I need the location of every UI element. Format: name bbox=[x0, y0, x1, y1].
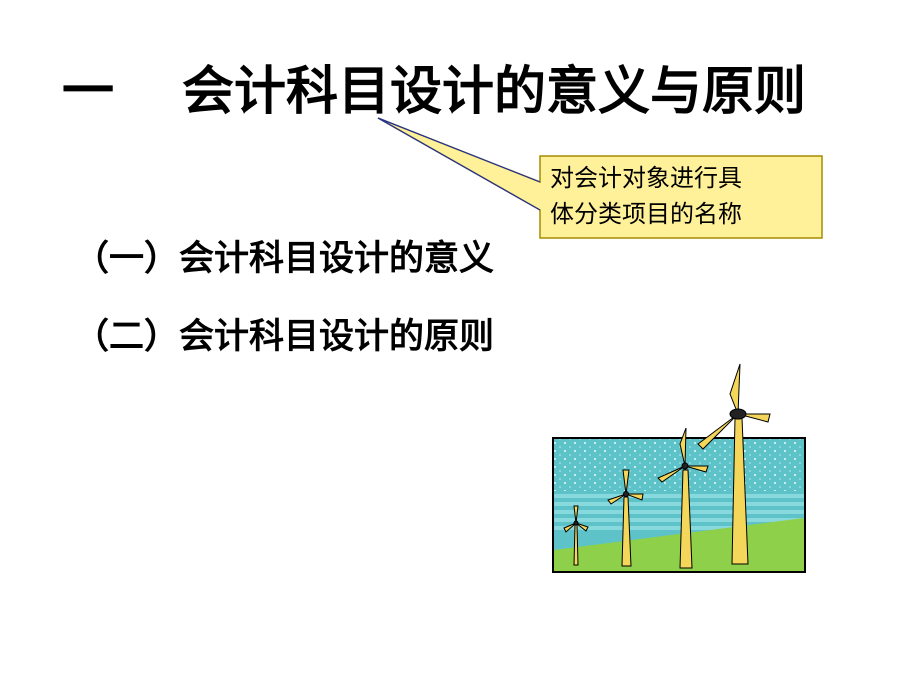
turbine-icon bbox=[563, 505, 589, 566]
callout-text: 对会计对象进行具 体分类项目的名称 bbox=[540, 156, 820, 238]
callout-line-2: 体分类项目的名称 bbox=[550, 200, 742, 228]
outline-item-principles: （二）会计科目设计的原则 bbox=[74, 317, 495, 357]
water-stripes bbox=[554, 494, 804, 530]
title-text: 会计科目设计的意义与原则 bbox=[182, 62, 807, 122]
turbine-icon bbox=[697, 363, 771, 565]
slide-title: 一 会计科目设计的意义与原则 bbox=[62, 52, 806, 132]
title-number: 一 bbox=[62, 62, 115, 122]
wind-turbines-clipart bbox=[552, 363, 806, 573]
callout-line-1: 对会计对象进行具 bbox=[550, 164, 742, 192]
outline-item-meaning: （一）会计科目设计的意义 bbox=[74, 239, 495, 279]
turbine-icon bbox=[607, 469, 644, 567]
turbine-icon bbox=[657, 427, 709, 569]
